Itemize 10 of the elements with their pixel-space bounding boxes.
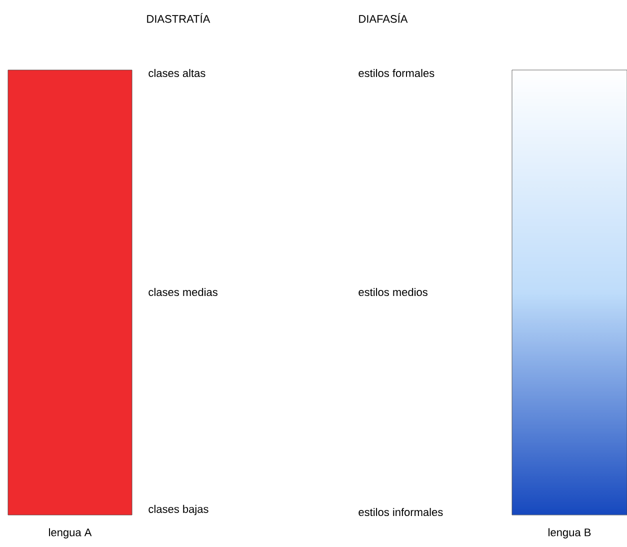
axis-heading: DIAFASÍA	[359, 13, 408, 23]
scale-label: estilos informales	[358, 508, 443, 516]
bar-label: lengua B	[548, 528, 591, 538]
scale-label: clases altas	[148, 68, 206, 78]
bar-label: lengua A	[49, 528, 92, 538]
scale-label: clases medias	[148, 288, 218, 296]
axis-heading: DIASTRATÍA	[147, 13, 210, 23]
scale-label: clases bajas	[148, 504, 208, 516]
scale-label: estilos medios	[358, 288, 428, 296]
scale-label: estilos formales	[358, 68, 434, 78]
